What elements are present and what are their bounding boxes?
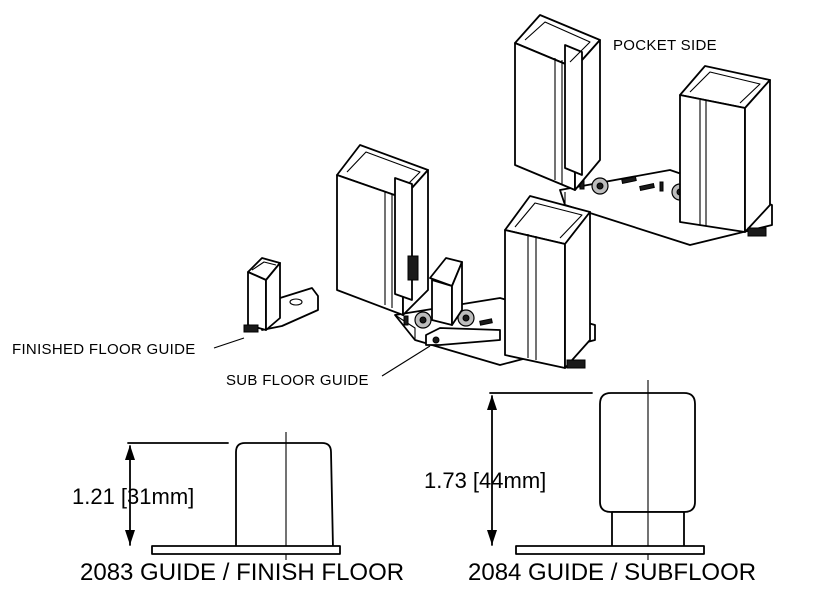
pocket-left-channel (514, 14, 601, 191)
front-right-channel (504, 195, 591, 369)
sub-floor-guide-callout: SUB FLOOR GUIDE (226, 345, 431, 389)
front-left-channel (336, 144, 429, 316)
guide-2084-caption: 2084 GUIDE / SUBFLOOR (468, 559, 756, 586)
finished-floor-guide-label: FINISHED FLOOR GUIDE (12, 341, 196, 358)
pocket-side-assembly (514, 14, 773, 246)
pocket-side-label: POCKET SIDE (613, 37, 717, 54)
guide-2084-dimension: 1.73 [44mm] (424, 468, 546, 493)
guide-2084-elevation: 1.73 [44mm] 2084 GUIDE / SUBFLOOR (424, 380, 756, 586)
finished-floor-guide-part (243, 257, 319, 333)
front-assembly (336, 144, 596, 369)
guide-2083-dimension: 1.21 [31mm] (72, 484, 194, 509)
guide-2083-caption: 2083 GUIDE / FINISH FLOOR (80, 559, 404, 586)
pocket-right-channel (679, 65, 771, 237)
sub-floor-guide-part (425, 257, 501, 346)
finished-floor-guide-callout: FINISHED FLOOR GUIDE (12, 337, 245, 358)
sub-floor-guide-label: SUB FLOOR GUIDE (226, 372, 369, 389)
guide-2083-elevation: 1.21 [31mm] 2083 GUIDE / FINISH FLOOR (72, 432, 404, 586)
